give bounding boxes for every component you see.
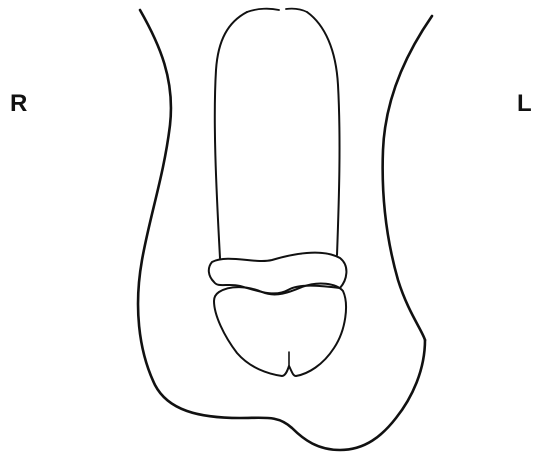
shaft-left-edge [215,12,247,258]
lower-lobe [214,284,346,376]
shaft-top-edge-2 [286,9,307,12]
shaft-top-edge [247,9,279,12]
right-side-label: R [10,92,27,116]
outer-contour-left [138,10,425,450]
left-side-label: L [517,92,532,116]
shaft-right-edge [307,12,340,255]
outer-contour-right [383,16,432,340]
